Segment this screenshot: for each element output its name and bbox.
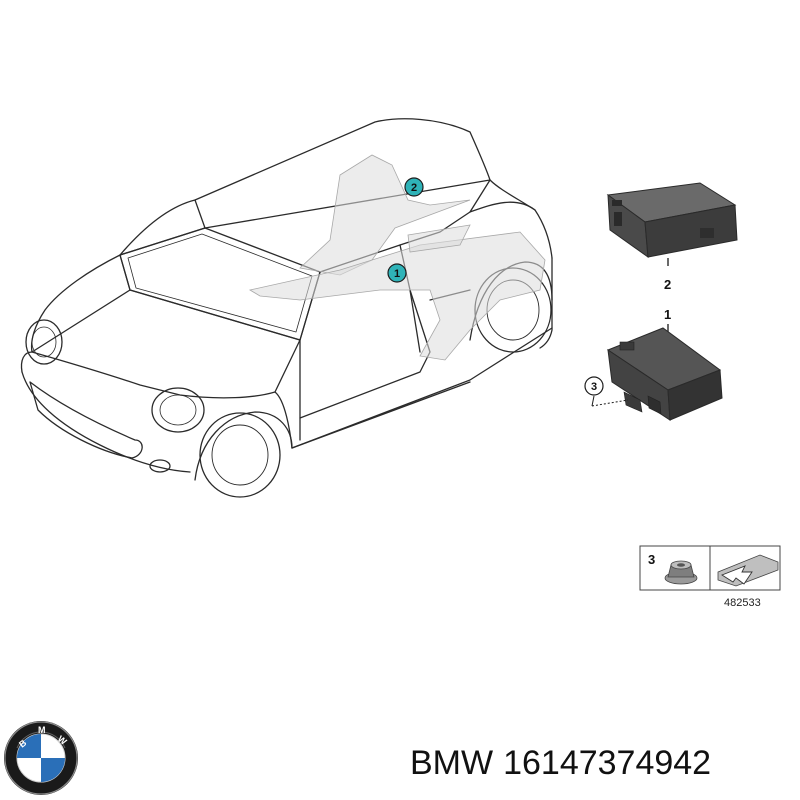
caption-brand: BMW: [410, 744, 494, 782]
mounting-plate-arrow-icon: [717, 554, 779, 587]
svg-text:B: B: [17, 737, 29, 749]
svg-text:2: 2: [411, 182, 417, 194]
part-1-control-module: [606, 327, 723, 421]
hardware-legend: 3: [639, 545, 781, 591]
svg-text:M: M: [38, 725, 46, 735]
car-callout-1: 1: [387, 263, 407, 283]
part-2-label: 2: [664, 277, 671, 292]
caption-part-number: 16147374942: [503, 744, 712, 782]
diagram-reference-id: 482533: [724, 597, 761, 609]
bmw-logo: B M W: [4, 721, 78, 795]
flange-nut-icon: [664, 560, 698, 585]
car-internal-structure: [248, 154, 546, 361]
svg-text:3: 3: [591, 381, 597, 393]
part-2-control-module: [606, 182, 738, 259]
part-1-label: 1: [664, 307, 671, 322]
car-callout-2: 2: [404, 177, 424, 197]
svg-text:1: 1: [394, 268, 400, 280]
legend-item-number: 3: [648, 552, 655, 567]
part-3-callout: 3: [584, 376, 629, 407]
